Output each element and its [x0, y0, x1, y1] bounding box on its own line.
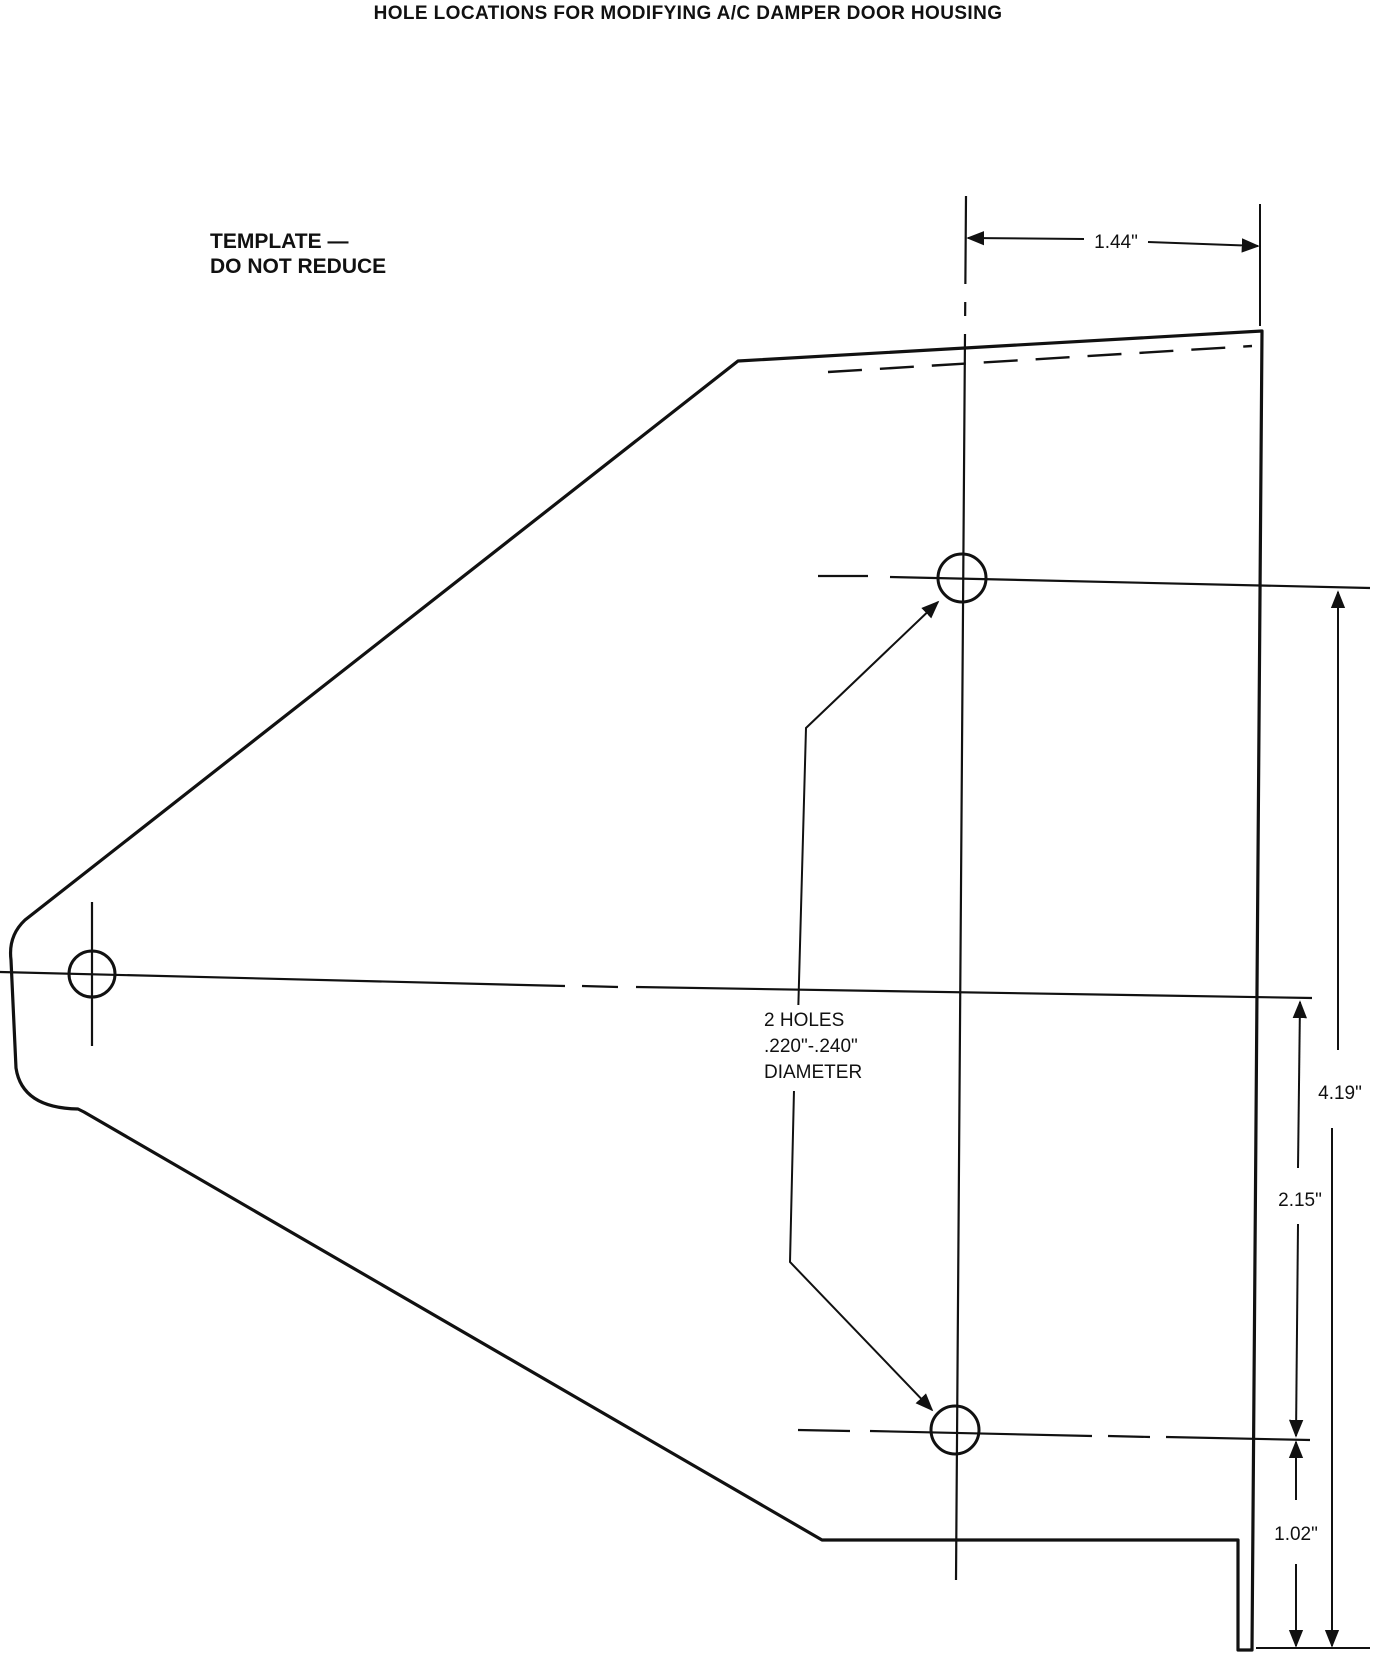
page-title: HOLE LOCATIONS FOR MODIFYING A/C DAMPER …	[374, 3, 1003, 24]
callout-background	[760, 1005, 890, 1091]
hole-callout-line-3: DIAMETER	[764, 1062, 862, 1083]
horizontal-centerline	[0, 970, 1313, 1000]
upper-hole-centerline	[818, 574, 1371, 590]
template-note-line-2: DO NOT REDUCE	[210, 255, 386, 278]
hole-callout-line-1: 2 HOLES	[764, 1010, 844, 1031]
dimension-label-1-02: 1.02"	[1274, 1524, 1318, 1545]
lower-hole-centerline	[797, 1428, 1311, 1442]
upper-right-hole	[936, 552, 988, 604]
hole-callout-leader-lower	[788, 1089, 934, 1412]
horizontal-dimension-line-left	[966, 230, 1085, 246]
dimension-label-4-19: 4.19"	[1318, 1083, 1362, 1104]
hole-callout-leader-upper	[797, 600, 940, 1019]
dimension-label-2-15: 2.15"	[1278, 1190, 1322, 1211]
hole-callout-line-2: .220"-.240"	[764, 1036, 858, 1057]
middle-dimension-line-upper	[1292, 1000, 1308, 1169]
middle-dimension-line-lower	[1288, 1223, 1304, 1438]
template-note-line-1: TEMPLATE —	[210, 230, 348, 253]
housing-outline	[8, 329, 1264, 1652]
dimension-label-1-44: 1.44"	[1094, 232, 1138, 253]
lower-right-hole	[929, 1404, 981, 1456]
horizontal-dimension-line-right	[1147, 238, 1260, 253]
hidden-edge-line	[827, 344, 1253, 374]
vertical-centerline	[954, 195, 968, 1581]
left-hole	[67, 949, 117, 999]
